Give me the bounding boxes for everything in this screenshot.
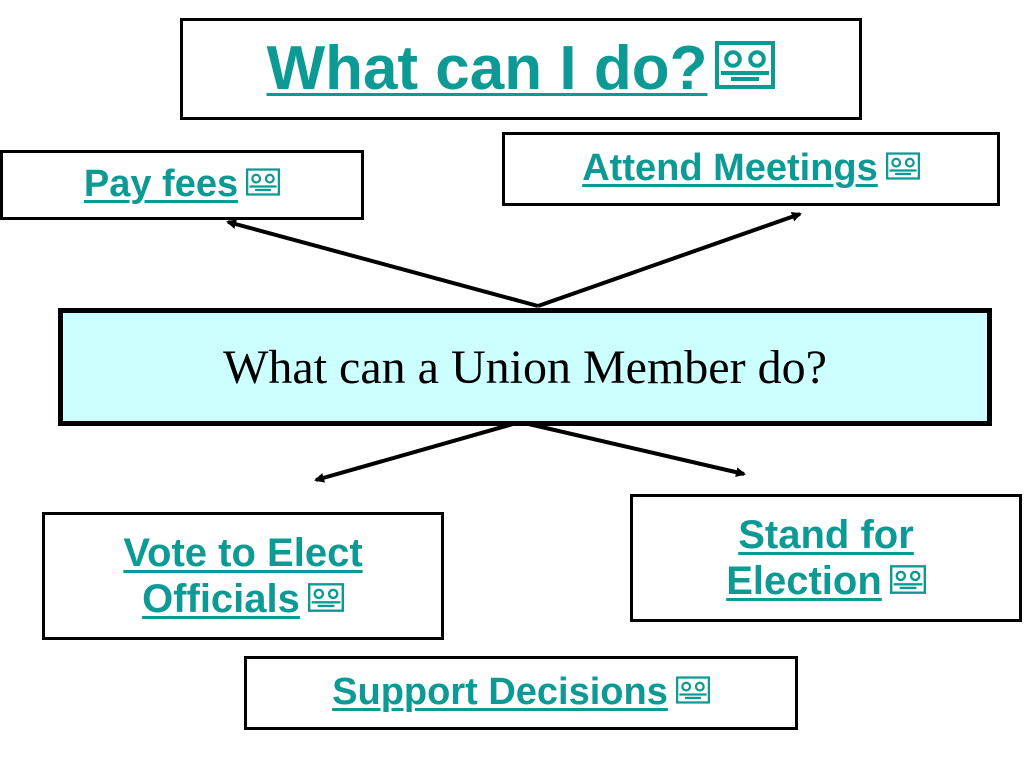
title-link[interactable]: What can I do?	[267, 33, 776, 104]
arrow-to-pay-fees	[226, 219, 539, 308]
cassette-icon	[675, 676, 710, 704]
attend-meetings-link[interactable]: Attend Meetings	[582, 147, 920, 191]
title-box: What can I do?	[180, 18, 862, 120]
vote-text-line2: Officials	[142, 577, 300, 621]
support-decisions-box: Support Decisions	[244, 656, 798, 730]
pay-fees-text: Pay fees	[83, 163, 239, 206]
cassette-icon	[715, 41, 776, 90]
arrow-to-attend-meetings	[537, 211, 802, 308]
support-decisions-link[interactable]: Support Decisions	[332, 671, 710, 715]
center-text: What can a Union Member do?	[223, 340, 827, 394]
stand-box: Stand for Election	[630, 494, 1022, 622]
attend-meetings-box: Attend Meetings	[502, 132, 1000, 206]
cassette-icon	[246, 168, 281, 196]
vote-box: Vote to Elect Officials	[42, 512, 444, 640]
pay-fees-link[interactable]: Pay fees	[83, 163, 281, 207]
arrow-to-vote	[314, 420, 521, 483]
title-text: What can I do?	[266, 34, 708, 104]
vote-text-line1: Vote to Elect	[123, 531, 363, 575]
center-box: What can a Union Member do?	[58, 308, 992, 426]
arrow-to-stand	[519, 420, 746, 478]
attend-meetings-text: Attend Meetings	[582, 147, 878, 190]
cassette-icon	[307, 583, 344, 612]
cassette-icon	[885, 152, 920, 180]
pay-fees-box: Pay fees	[0, 150, 364, 220]
cassette-icon	[889, 565, 926, 594]
support-decisions-text: Support Decisions	[332, 671, 668, 714]
stand-link[interactable]: Stand for Election	[726, 512, 926, 604]
stand-text-line2: Election	[726, 559, 882, 603]
stand-text-line1: Stand for	[738, 513, 914, 557]
vote-link[interactable]: Vote to Elect Officials	[123, 530, 362, 622]
